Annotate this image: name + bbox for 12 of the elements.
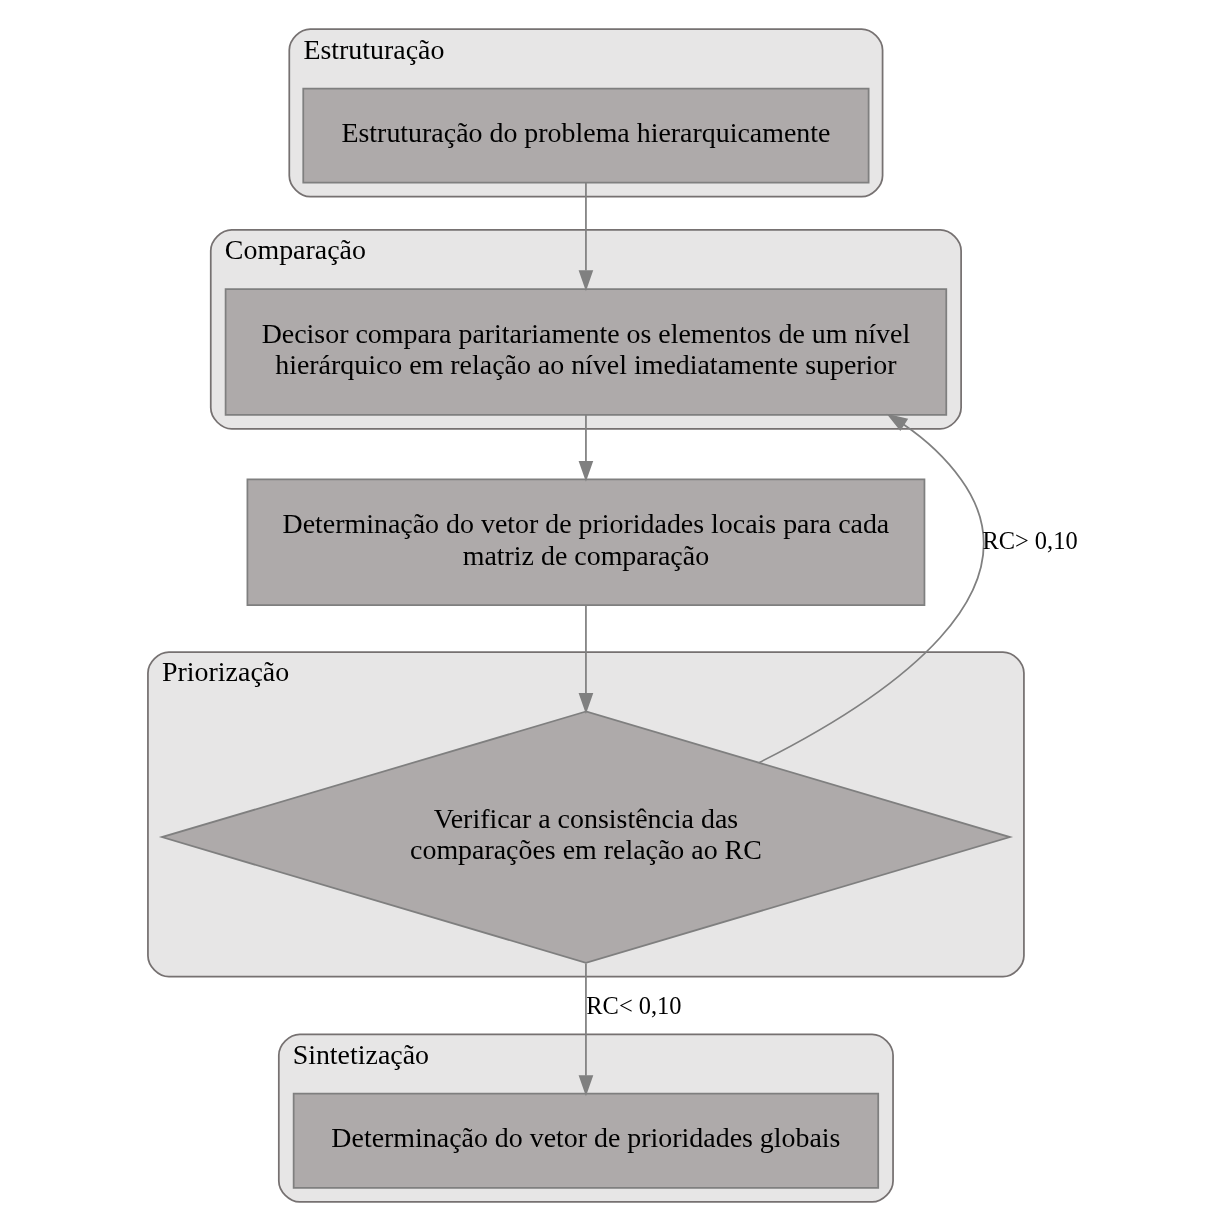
edge-label: RC< 0,10 xyxy=(585,991,681,1019)
arrow xyxy=(578,182,593,292)
node-box: Determinação do vetor de prioridades locais para cada matriz de comparação xyxy=(246,478,925,606)
edge-label: RC> 0,10 xyxy=(981,526,1078,554)
node-diamond: Verificar a consistência das comparações em relação ao RC xyxy=(158,710,1013,964)
node-box: Decisor compara paritariamente os elementos de um nível hierárquico em relação ao nível imediatamente superior xyxy=(224,288,947,416)
node-box: Estruturação do problema hierarquicamente xyxy=(301,87,869,184)
arrow xyxy=(578,414,593,482)
arrow xyxy=(757,413,984,764)
arrow xyxy=(578,604,593,714)
arrow xyxy=(578,962,593,1097)
node-box: Determinação do vetor de prioridades globais xyxy=(292,1092,879,1189)
